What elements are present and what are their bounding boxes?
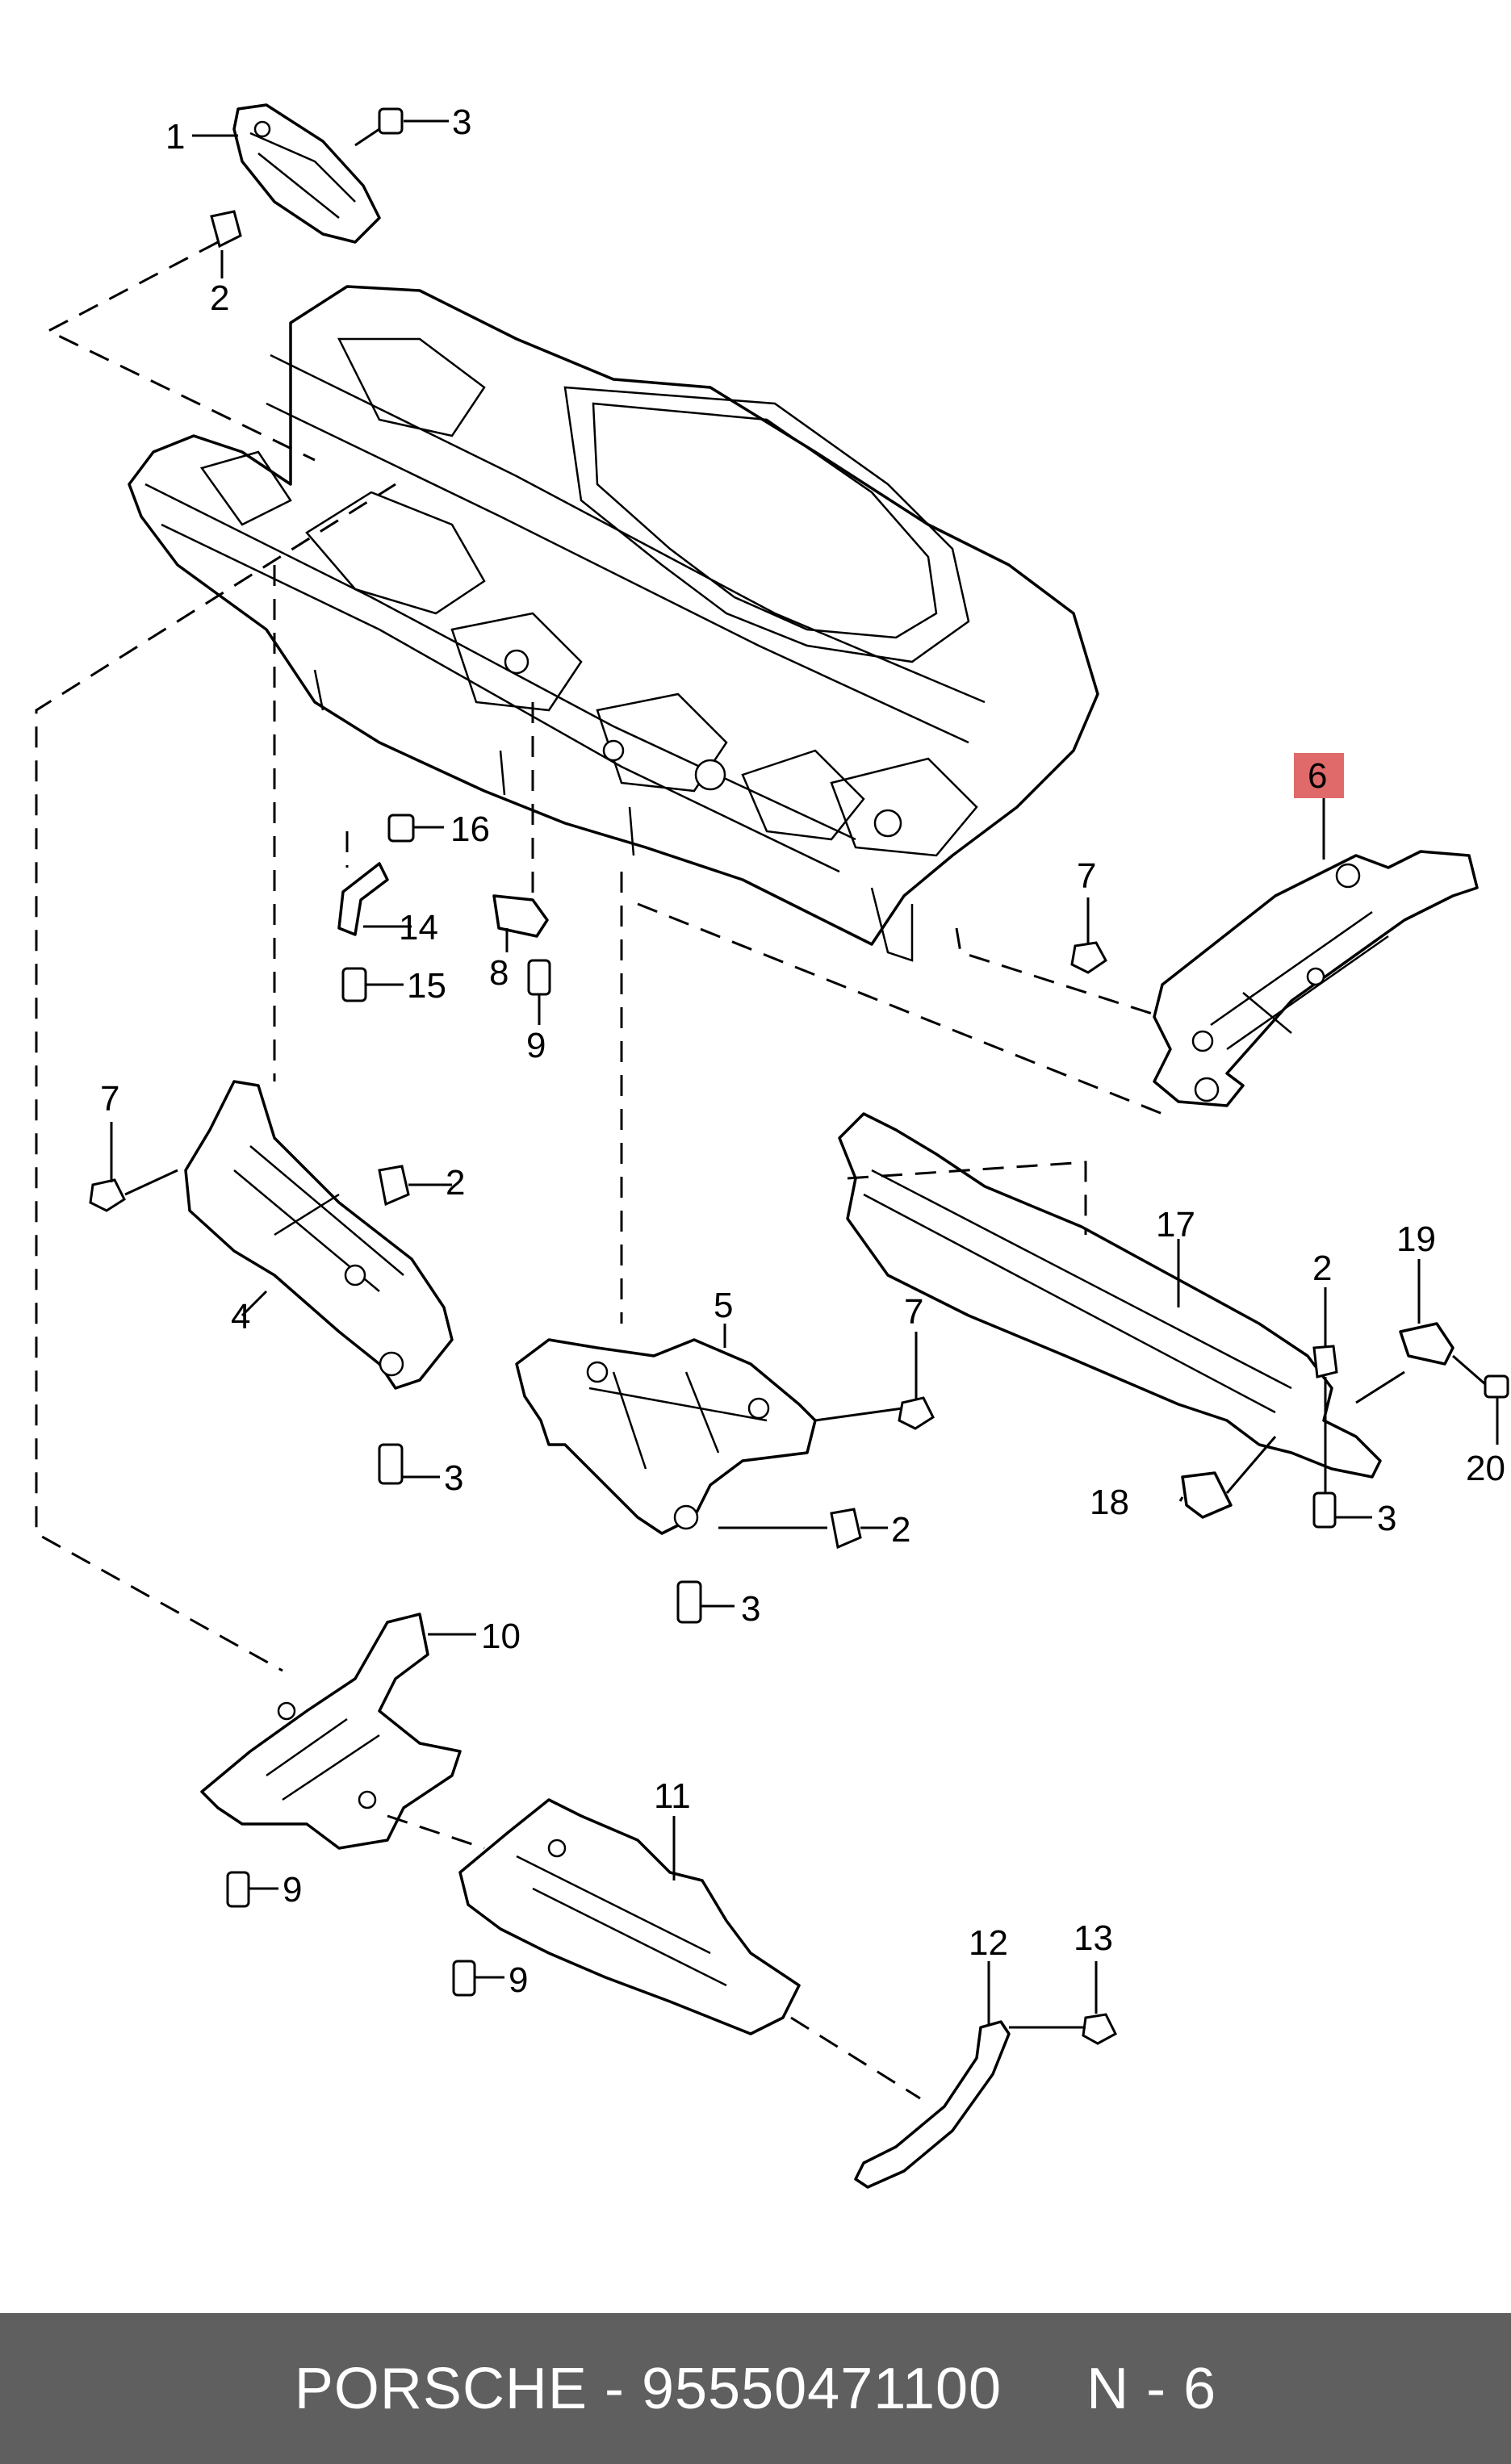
callout-11: 11 [654,1776,691,1816]
callout-16: 16 [450,809,490,849]
part-17-long-panel [838,1112,1382,1479]
callout-3: 3 [1377,1499,1396,1538]
callout-6: 6 [1308,756,1327,796]
callout-9: 9 [509,1960,528,2000]
part-14-bracket [337,862,389,936]
callout-15: 15 [407,966,446,1006]
nut-7-left [89,1178,126,1212]
screw-3-top [354,107,404,147]
callout-8: 8 [489,953,509,993]
screw-9-left [226,1871,250,1908]
callout-9: 9 [526,1026,546,1065]
callout-7: 7 [904,1292,923,1332]
nut-7-right [1070,941,1107,974]
part-12-strap [854,2020,1011,2189]
nut-13 [1082,2013,1117,2045]
dashed-assembly-lines [35,241,1163,2100]
callout-17: 17 [1156,1205,1195,1245]
part-8-clip [492,894,549,938]
clip-2-right [1312,1345,1338,1378]
part-19-bracket [1399,1322,1454,1366]
part-10-rear-panel [200,1613,462,1850]
callout-5: 5 [714,1286,733,1325]
highlight-box [1294,753,1344,798]
screw-3-left [378,1443,404,1485]
screw-16 [387,814,415,843]
callout-2: 2 [1312,1249,1332,1288]
callout-2: 2 [446,1163,465,1203]
leader-lines [110,119,1499,2029]
clip-2-mid-left [378,1165,410,1207]
footer-bar: PORSCHE - 95550471100 N - 6 [0,2313,1511,2464]
part-4-side-panel [184,1080,454,1390]
callout-3: 3 [444,1458,463,1498]
part-number-caption: PORSCHE - 95550471100 N - 6 [294,2356,1217,2421]
part-11-rear-tunnel-panel [458,1798,801,2035]
screw-3-center [676,1580,702,1624]
screw-3-right [1312,1491,1337,1529]
screw-9-upper [527,959,551,996]
screw-20 [1484,1374,1509,1399]
screw-9-right [452,1960,476,1997]
callout-2: 2 [891,1510,910,1550]
clip-2-top [210,210,242,249]
callout-13: 13 [1074,1918,1113,1958]
callout-3: 3 [452,102,471,142]
nut-7-center [898,1396,935,1430]
callout-4: 4 [231,1297,250,1337]
clip-2-center [830,1508,862,1550]
callout-7: 7 [100,1079,119,1119]
callout-1: 1 [165,117,185,157]
callout-10: 10 [481,1617,521,1656]
callout-labels: 1 3 2 16 14 15 8 9 6 7 7 2 4 3 5 7 2 3 1… [100,102,1505,2000]
callout-7: 7 [1077,856,1096,896]
callout-12: 12 [969,1923,1008,1963]
callout-3: 3 [741,1589,760,1629]
part-6-underbody-panel [1153,850,1479,1107]
part-5-center-panel [515,1338,817,1535]
screw-15 [341,967,367,1002]
vehicle-underbody [128,285,1099,962]
callout-18: 18 [1090,1483,1129,1522]
callout-14: 14 [399,908,438,948]
part-18-pad [1181,1471,1233,1519]
callout-20: 20 [1466,1449,1505,1488]
parts-diagram: 1 3 2 16 14 15 8 9 6 7 7 2 4 3 5 7 2 3 1… [35,102,1509,2189]
callout-2: 2 [210,278,229,318]
callout-19: 19 [1396,1219,1436,1259]
part-1-front-cover [232,103,381,244]
callout-9: 9 [283,1870,302,1910]
